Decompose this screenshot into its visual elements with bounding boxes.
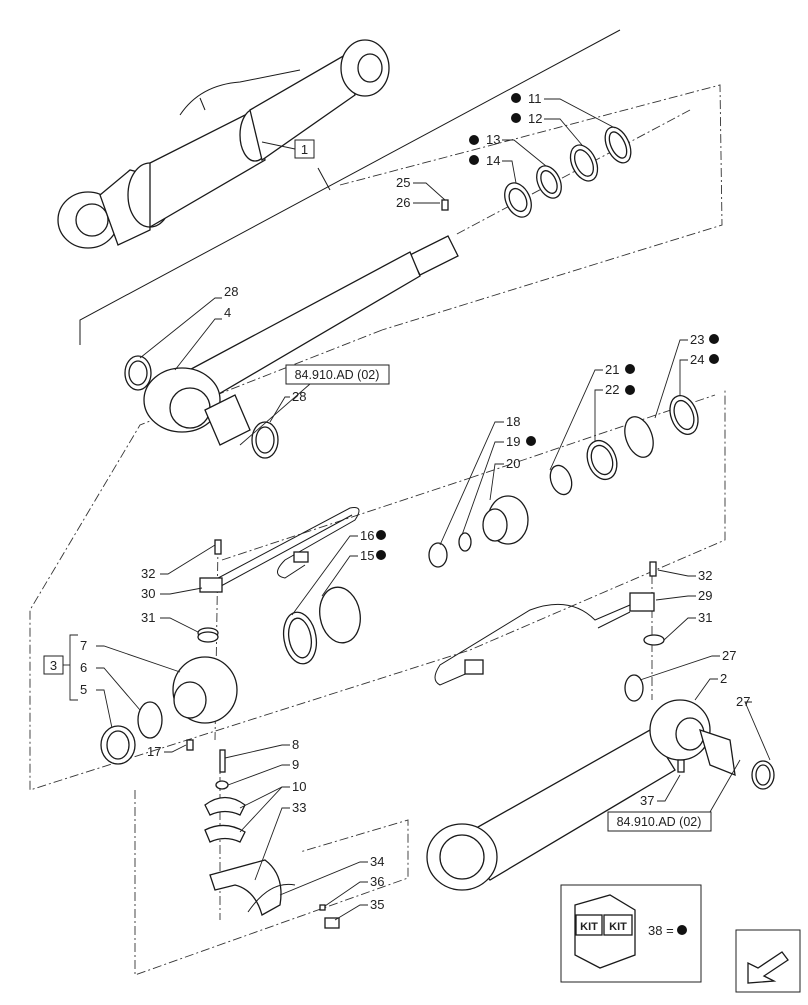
callout-number-14: 14 <box>486 153 500 168</box>
svg-text:3: 3 <box>50 658 57 673</box>
callout-box-1: 1 <box>294 139 315 159</box>
callout-number-10: 10 <box>292 779 306 794</box>
callout-number-5: 5 <box>80 682 87 697</box>
assembled-cylinder <box>57 39 390 249</box>
piston-rod <box>124 199 459 459</box>
callout-number-24: 24 <box>690 352 704 367</box>
hydraulic-pipes <box>197 507 665 686</box>
callout-number-15: 15 <box>360 548 374 563</box>
callout-number-35: 35 <box>370 897 384 912</box>
callout-number-31: 31 <box>698 610 712 625</box>
head-seals <box>504 126 632 218</box>
callout-box-3: 3 <box>43 655 64 675</box>
callout-number-19: 19 <box>506 434 520 449</box>
callout-number-8: 8 <box>292 737 299 752</box>
callout-1-leader <box>261 141 296 150</box>
callout-number-9: 9 <box>292 757 299 772</box>
callout-number-27: 27 <box>736 694 750 709</box>
callout-number-18: 18 <box>506 414 520 429</box>
ref-box-upper[interactable]: 84.910.AD (02) <box>285 364 390 385</box>
callout-number-37: 37 <box>640 793 654 808</box>
previous-arrow-icon <box>747 951 789 984</box>
callout-number-25: 25 <box>396 175 410 190</box>
kit-label-right: KIT <box>609 921 627 933</box>
assembly-bracket-1 <box>79 29 621 345</box>
callout-number-26: 26 <box>396 195 410 210</box>
callout-number-29: 29 <box>698 588 712 603</box>
callout-number-4: 4 <box>224 305 231 320</box>
callout-number-28: 28 <box>292 389 306 404</box>
leader-lines <box>96 98 771 921</box>
ref-box-lower[interactable]: 84.910.AD (02) <box>607 811 712 832</box>
callout-number-31: 31 <box>141 610 155 625</box>
callout-number-34: 34 <box>370 854 384 869</box>
svg-text:84.910.AD (02): 84.910.AD (02) <box>295 368 380 382</box>
callout-number-21: 21 <box>605 362 619 377</box>
previous-arrow-button[interactable] <box>735 929 801 993</box>
callout-number-16: 16 <box>360 528 374 543</box>
piston-parts <box>428 395 699 568</box>
callout-number-22: 22 <box>605 382 619 397</box>
svg-text:84.910.AD (02): 84.910.AD (02) <box>617 815 702 829</box>
head-parts <box>100 586 361 765</box>
callout-number-6: 6 <box>80 660 87 675</box>
callout-number-28: 28 <box>224 284 238 299</box>
callout-number-32: 32 <box>141 566 155 581</box>
kit-legend-box: KIT KIT 38 = <box>560 884 702 983</box>
callout-number-11: 11 <box>528 91 542 106</box>
callout-number-27: 27 <box>722 648 736 663</box>
clamp-parts <box>204 749 340 929</box>
cylinder-barrel <box>426 674 775 891</box>
callout-3-brace <box>69 634 78 701</box>
svg-text:1: 1 <box>301 142 308 157</box>
callout-number-30: 30 <box>141 586 155 601</box>
callout-number-32: 32 <box>698 568 712 583</box>
callout-number-12: 12 <box>528 111 542 126</box>
callout-number-7: 7 <box>80 638 87 653</box>
callout-number-36: 36 <box>370 874 384 889</box>
kit-legend-text: 38 = <box>648 923 674 938</box>
kit-label-left: KIT <box>580 921 598 933</box>
ref-lower-leader <box>709 759 741 813</box>
callout-number-23: 23 <box>690 332 704 347</box>
callout-labels: 11 12 13 14 25 26 28 4 28 23 24 21 22 18… <box>80 91 750 912</box>
callout-number-13: 13 <box>486 132 500 147</box>
callout-number-33: 33 <box>292 800 306 815</box>
assembly-outlines <box>29 84 726 976</box>
kit-legend-dot <box>677 925 687 935</box>
callout-number-2: 2 <box>720 671 727 686</box>
callout-number-17: 17 <box>147 744 161 759</box>
kit-dot-markers <box>376 93 719 560</box>
callout-number-20: 20 <box>506 456 520 471</box>
